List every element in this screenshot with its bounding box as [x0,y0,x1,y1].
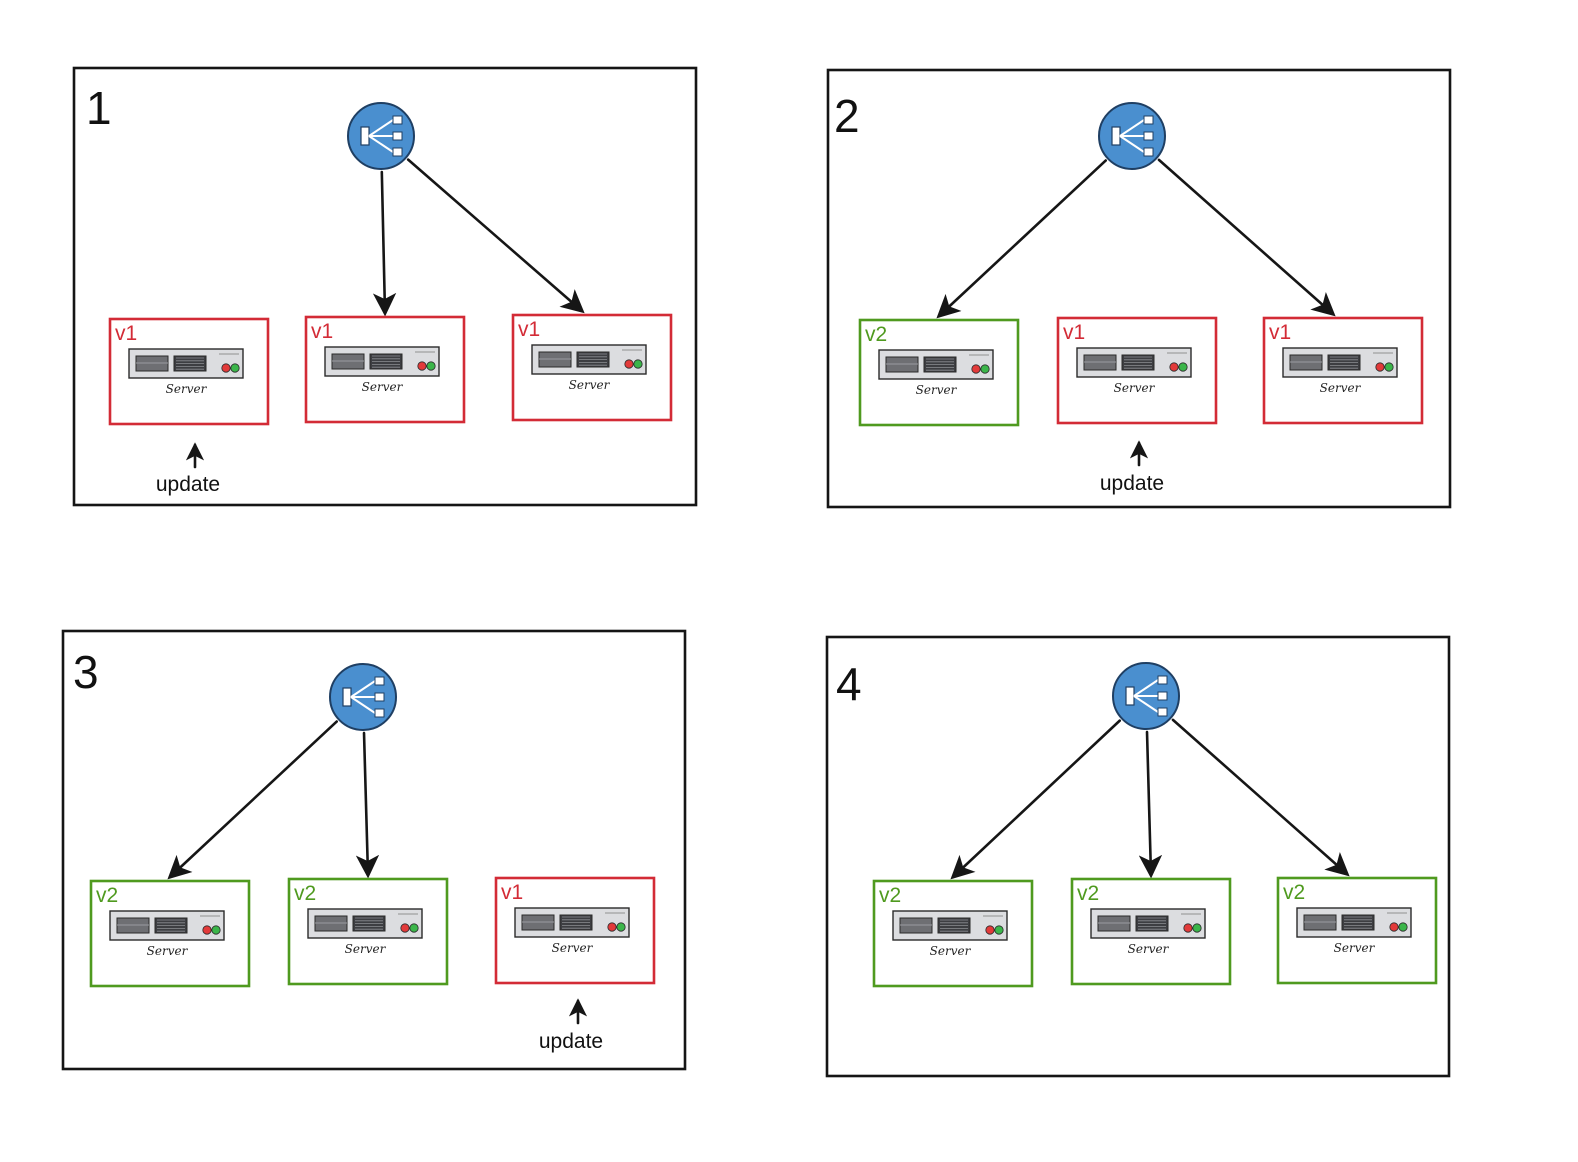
server-rack-icon [531,344,647,375]
status-led-green [616,922,626,932]
status-led-red [1389,922,1399,932]
version-label: v2 [96,884,118,907]
server-caption: Server [569,378,611,392]
status-led-red [971,364,981,374]
step-number: 2 [834,90,860,142]
status-led-green [230,363,240,373]
server-caption: Server [552,941,594,955]
routing-arrow [372,170,397,317]
server-rack-icon [1076,347,1192,378]
server-caption: Server [1320,381,1362,395]
server-caption: Server [166,382,208,396]
status-led-green [1192,923,1202,933]
version-label: v2 [1283,881,1305,904]
server-caption: Server [1128,942,1170,956]
server-caption: Server [916,383,958,397]
routing-arrow [406,158,585,314]
status-led-red [985,925,995,935]
status-led-green [980,364,990,374]
status-led-green [994,925,1004,935]
server-rack-icon [1090,908,1206,939]
status-led-green [426,361,436,371]
version-label: v2 [865,323,887,346]
version-label: v2 [294,882,316,905]
status-led-red [202,925,212,935]
version-label: v1 [115,322,137,345]
version-label: v2 [1077,882,1099,905]
status-led-red [1183,923,1193,933]
status-led-green [1398,922,1408,932]
update-label: update [1100,472,1164,495]
server-rack-icon [1296,907,1412,938]
version-label: v1 [1063,321,1085,344]
status-led-red [417,361,427,371]
server-rack-icon [514,907,630,938]
load-balancer-icon [329,663,397,731]
status-led-red [607,922,617,932]
routing-arrow [1157,158,1336,317]
server-rack-icon [109,910,225,941]
update-label: update [156,473,220,496]
routing-arrow [355,731,380,879]
server-rack-icon [1282,347,1398,378]
version-label: v1 [1269,321,1291,344]
routing-arrow [950,719,1122,880]
status-led-green [409,923,419,933]
server-rack-icon [878,349,994,380]
server-caption: Server [362,380,404,394]
server-rack-icon [892,910,1008,941]
server-rack-icon [307,908,423,939]
server-rack-icon [324,346,440,377]
status-led-red [400,923,410,933]
server-caption: Server [930,944,972,958]
step-number: 3 [73,646,99,698]
load-balancer-icon [347,102,415,170]
status-led-red [1375,362,1385,372]
status-led-green [633,359,643,369]
version-label: v2 [879,884,901,907]
load-balancer-icon [1098,102,1166,170]
step-number: 1 [86,82,112,134]
step-number: 4 [836,658,862,710]
version-label: v1 [518,318,540,341]
status-led-green [211,925,221,935]
routing-arrow [167,720,338,880]
update-label: update [539,1030,603,1053]
routing-arrow [1171,718,1350,877]
routing-arrow [1138,730,1163,879]
status-led-red [221,363,231,373]
server-caption: Server [1114,381,1156,395]
status-led-green [1178,362,1188,372]
load-balancer-icon [1112,662,1180,730]
server-rack-icon [128,348,244,379]
version-label: v1 [501,881,523,904]
version-label: v1 [311,320,333,343]
status-led-red [1169,362,1179,372]
status-led-green [1384,362,1394,372]
server-caption: Server [147,944,189,958]
server-caption: Server [345,942,387,956]
status-led-red [624,359,634,369]
routing-arrow [936,159,1107,319]
server-caption: Server [1334,941,1376,955]
